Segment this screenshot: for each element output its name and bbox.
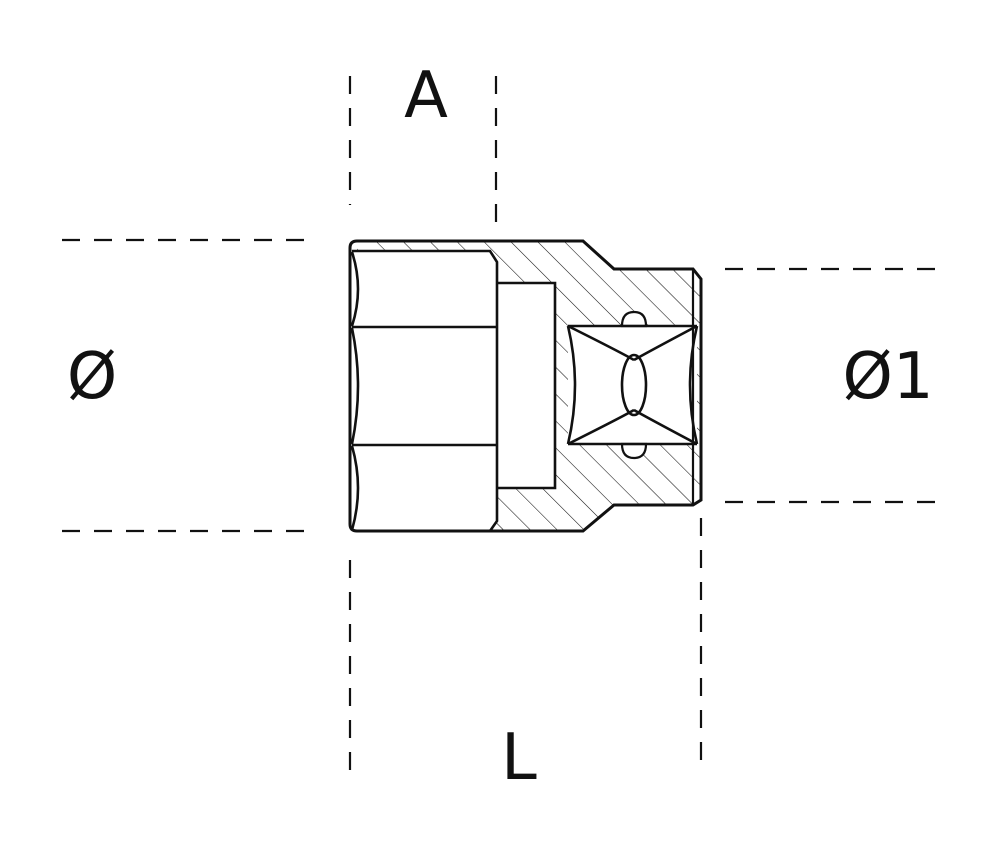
socket-outer-profile [348, 239, 703, 533]
relief-groove-outline [497, 281, 557, 490]
dimension-label-diameter-1: Ø1 [842, 340, 934, 414]
dimension-extension-lines [62, 76, 940, 772]
detent-recess-top [620, 310, 648, 328]
hex-cavity [352, 251, 497, 531]
relief-groove-cavity [497, 283, 555, 488]
detent-ball-hole [620, 353, 648, 417]
dimension-label-a: A [404, 59, 448, 133]
dimension-label-diameter: Ø [66, 340, 118, 414]
detent-recess-bottom [620, 442, 648, 460]
dimension-label-l: L [501, 721, 537, 795]
square-drive-cavity [568, 326, 697, 444]
hex-socket-outline [350, 249, 499, 532]
square-drive-outline [566, 324, 699, 446]
socket-body-section [348, 239, 703, 533]
